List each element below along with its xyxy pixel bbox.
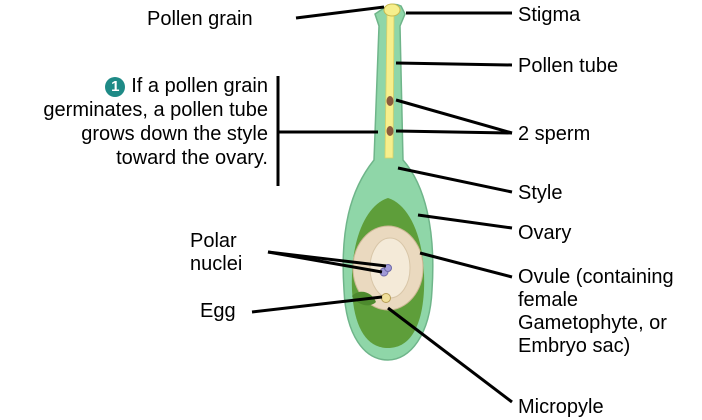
ovule-line-2: female	[518, 289, 579, 311]
label-egg: Egg	[200, 300, 236, 322]
label-sperm: 2 sperm	[518, 123, 591, 145]
pollen-grain	[383, 3, 401, 17]
label-polar-nuclei: Polar nuclei	[190, 230, 242, 276]
pollen-tube	[384, 13, 395, 159]
step-line-2: germinates, a pollen tube	[43, 99, 268, 121]
polar-nuclei-line-1: Polar	[190, 230, 237, 252]
label-ovary: Ovary	[518, 222, 572, 244]
label-micropyle: Micropyle	[518, 396, 604, 418]
label-style: Style	[518, 182, 563, 204]
step-text-1: If a pollen grain	[131, 75, 268, 97]
sperm-cell-2	[386, 126, 394, 136]
label-ovule: Ovule (containing female Gametophyte, or…	[518, 266, 674, 358]
ovule-line-4: Embryo sac)	[518, 335, 631, 357]
leader-ovule	[419, 251, 513, 279]
step-line-4: toward the ovary.	[116, 147, 268, 169]
leader-pollen-tube	[395, 61, 513, 67]
ovule-line-1: Ovule (containing	[518, 266, 674, 288]
sperm-cell-1	[386, 96, 394, 106]
leader-style	[397, 166, 513, 194]
leader-micropyle	[387, 306, 513, 404]
leader-sperm-1	[395, 98, 513, 135]
leader-lines	[251, 5, 513, 404]
polar-nuclei-line-2: nuclei	[190, 253, 243, 275]
leader-pollen-grain	[295, 5, 385, 20]
step-number-badge: 1	[105, 77, 126, 97]
label-pollen-tube: Pollen tube	[518, 55, 619, 77]
step-line-3: grows down the style	[81, 123, 268, 145]
leader-polar-nuclei-2	[267, 250, 387, 268]
label-pollen-grain: Pollen grain	[147, 8, 253, 30]
leader-sperm-2	[395, 129, 513, 135]
leader-egg	[251, 295, 383, 314]
ovule-line-3: Gametophyte, or	[518, 312, 667, 334]
label-stigma: Stigma	[518, 4, 581, 26]
egg-cell	[381, 293, 391, 303]
leader-ovary	[417, 213, 513, 230]
polar-nucleus-2	[384, 264, 392, 272]
